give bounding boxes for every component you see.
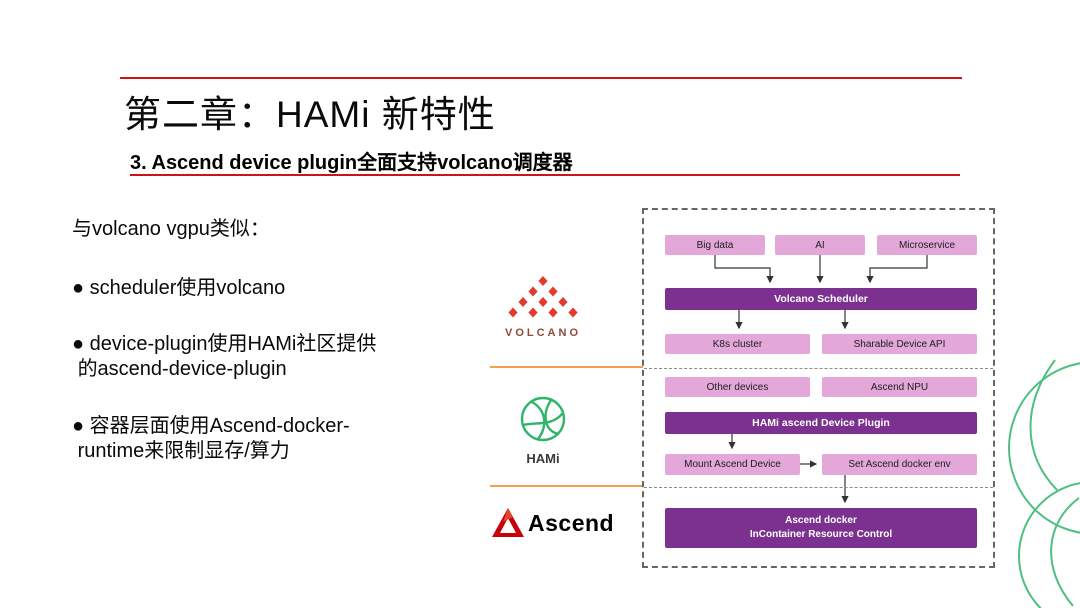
node-other-devices: Other devices	[665, 377, 810, 397]
node-big-data: Big data	[665, 235, 765, 255]
volcano-logo-icon	[508, 276, 578, 318]
ascend-logo-icon	[492, 508, 524, 537]
node-ai: AI	[775, 235, 865, 255]
node-set-ascend-docker-env: Set Ascend docker env	[822, 454, 977, 475]
node-k8s-cluster: K8s cluster	[665, 334, 810, 354]
orange-divider-1	[490, 366, 643, 368]
top-red-divider	[120, 77, 962, 79]
node-hami-ascend-device-plugin: HAMi ascend Device Plugin	[665, 412, 977, 434]
node-microservice: Microservice	[877, 235, 977, 255]
ascend-logo-label: Ascend	[528, 510, 615, 536]
diagram-section-divider-1	[644, 368, 993, 369]
volcano-logo-label: VOLCANO	[505, 327, 581, 339]
bullet-container-runtime: ● 容器层面使用Ascend-docker- runtime来限制显存/算力	[72, 415, 350, 462]
hami-logo-icon	[520, 396, 566, 442]
subtitle-red-divider	[130, 174, 960, 176]
architecture-diagram: Big data AI Microservice Volcano Schedul…	[642, 208, 995, 568]
bullet-scheduler: ● scheduler使用volcano	[72, 277, 286, 299]
hami-watermark-decoration	[1008, 359, 1080, 608]
node-sharable-device-api: Sharable Device API	[822, 334, 977, 354]
node-ascend-docker-incontainer: Ascend docker InContainer Resource Contr…	[665, 508, 977, 548]
orange-divider-2	[490, 485, 643, 487]
node-ascend-npu: Ascend NPU	[822, 377, 977, 397]
bullet-device-plugin: ● device-plugin使用HAMi社区提供 的ascend-device…	[72, 333, 377, 380]
node-mount-ascend-device: Mount Ascend Device	[665, 454, 800, 475]
hami-logo-label: HAMi	[526, 451, 560, 466]
intro-text: 与volcano vgpu类似：	[72, 218, 270, 240]
page-title: 第二章：HAMi 新特性	[124, 94, 496, 135]
diagram-section-divider-2	[644, 487, 993, 488]
page-subtitle: 3. Ascend device plugin全面支持volcano调度器	[130, 152, 573, 174]
node-volcano-scheduler: Volcano Scheduler	[665, 288, 977, 310]
